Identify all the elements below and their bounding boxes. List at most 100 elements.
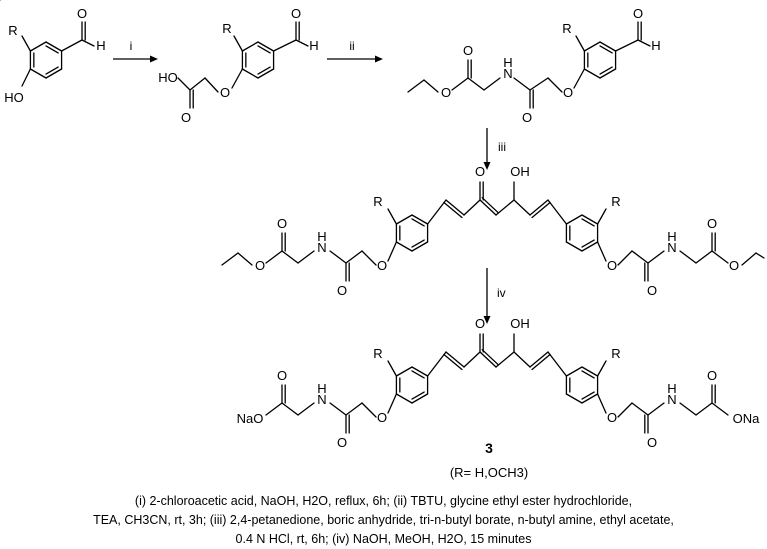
atom-ho: HO: [158, 70, 178, 85]
chain-bond: [617, 250, 633, 266]
chain-bond: [483, 77, 501, 91]
chain-bond: [237, 252, 253, 266]
aryl-ring: [581, 370, 595, 379]
aryl-ring: [599, 45, 613, 54]
chain-bond: [297, 402, 315, 416]
bond-ether: [573, 68, 586, 89]
aryl-ring: [395, 241, 413, 252]
chain-bond: [345, 250, 363, 264]
aryl-ring: [411, 241, 429, 252]
chain-bond: [423, 79, 439, 93]
chain-bond: [177, 77, 191, 91]
chain-bond: [529, 77, 549, 91]
atom-o: O: [607, 410, 617, 425]
aryl-ring: [599, 41, 617, 52]
chain-bond: [647, 402, 665, 416]
alkene-bond: [529, 351, 549, 368]
aryl-ring: [241, 68, 259, 79]
aryl-ring: [581, 393, 599, 404]
aryl-ring: [599, 66, 613, 75]
alkene-bond: [529, 199, 549, 216]
atom-r: R: [611, 346, 620, 361]
atom-nao: NaO: [237, 411, 264, 426]
aryl-ring: [565, 393, 583, 404]
bond-cho: [272, 39, 297, 52]
atom-n: N: [667, 240, 676, 255]
atom-h: H: [667, 229, 676, 244]
alkene-bond: [443, 353, 463, 371]
alkene-bond: [531, 353, 551, 371]
chain-bond: [755, 252, 765, 259]
chain-bond: [204, 77, 219, 93]
aryl-ring: [581, 366, 599, 377]
aryl-ring: [583, 41, 601, 52]
aryl-ring: [241, 41, 259, 52]
aryl-ring: [395, 366, 413, 377]
aryl-ring: [411, 214, 429, 225]
atom-o: O: [475, 316, 485, 331]
chain-bond: [679, 402, 697, 416]
aryl-ring: [581, 241, 599, 252]
atom-h: H: [503, 55, 512, 70]
bond-cho: [614, 39, 639, 52]
aryl-ring: [565, 214, 583, 225]
alkene-bond: [445, 199, 465, 216]
step-label-ii: ii: [349, 39, 354, 53]
chain-bond: [426, 351, 447, 377]
arrow-step-iv: [483, 268, 491, 324]
aryl-ring: [257, 66, 271, 75]
aryl-ring: [581, 391, 595, 400]
alkene-bond: [481, 197, 499, 214]
bond-ether: [231, 68, 244, 89]
bond-r: [596, 360, 607, 377]
aryl-ring: [411, 370, 425, 379]
atom-o: O: [647, 283, 657, 298]
atom-r: R: [373, 346, 382, 361]
atom-h: H: [667, 381, 676, 396]
atom-n: N: [317, 392, 326, 407]
chain-bond: [467, 77, 485, 91]
atom-o: O: [377, 258, 387, 273]
bond-cho: [60, 39, 83, 52]
chain-bond: [711, 250, 729, 264]
atom-o: O: [647, 435, 657, 450]
atom-o: O: [707, 216, 717, 231]
atom-n: N: [667, 392, 676, 407]
chain-bond: [189, 77, 206, 91]
bond-aldehyde-h: [295, 39, 309, 47]
chain-bond: [547, 77, 563, 93]
aryl-ring: [581, 214, 599, 225]
atom-h: H: [309, 38, 318, 53]
aryl-ring: [411, 393, 429, 404]
atom-o: O: [291, 6, 301, 21]
reaction-conditions: (i) 2-chloroacetic acid, NaOH, H2O, refl…: [0, 492, 767, 549]
atom-o: O: [729, 258, 739, 273]
aryl-ring: [581, 218, 595, 227]
chain-bond: [221, 252, 239, 266]
chain-bond: [631, 402, 649, 416]
alkene-bond: [445, 351, 465, 368]
chain-bond: [711, 402, 729, 416]
aryl-ring: [411, 391, 425, 400]
chain-bond: [617, 402, 633, 418]
bond-oh: [21, 68, 32, 87]
atom-o: O: [337, 283, 347, 298]
chain-bond: [647, 250, 665, 264]
atom-h: H: [317, 229, 326, 244]
chain-bond: [495, 351, 515, 368]
step-label-iv: iv: [497, 286, 506, 300]
alkene-bond: [443, 201, 463, 219]
step-label-i: i: [130, 39, 133, 53]
atom-h: H: [317, 381, 326, 396]
aryl-ring: [395, 214, 413, 225]
chain-bond: [281, 250, 299, 264]
atom-o: O: [77, 6, 87, 21]
chain-bond: [361, 250, 377, 266]
atom-h: H: [651, 38, 660, 53]
bond-aldehyde-h: [637, 39, 651, 47]
atom-r: R: [222, 21, 231, 36]
chain-bond: [513, 199, 531, 216]
atom-n: N: [503, 66, 512, 81]
conditions-line-3: 0.4 N HCl, rt, 6h; (iv) NaOH, MeOH, H2O,…: [235, 532, 532, 546]
